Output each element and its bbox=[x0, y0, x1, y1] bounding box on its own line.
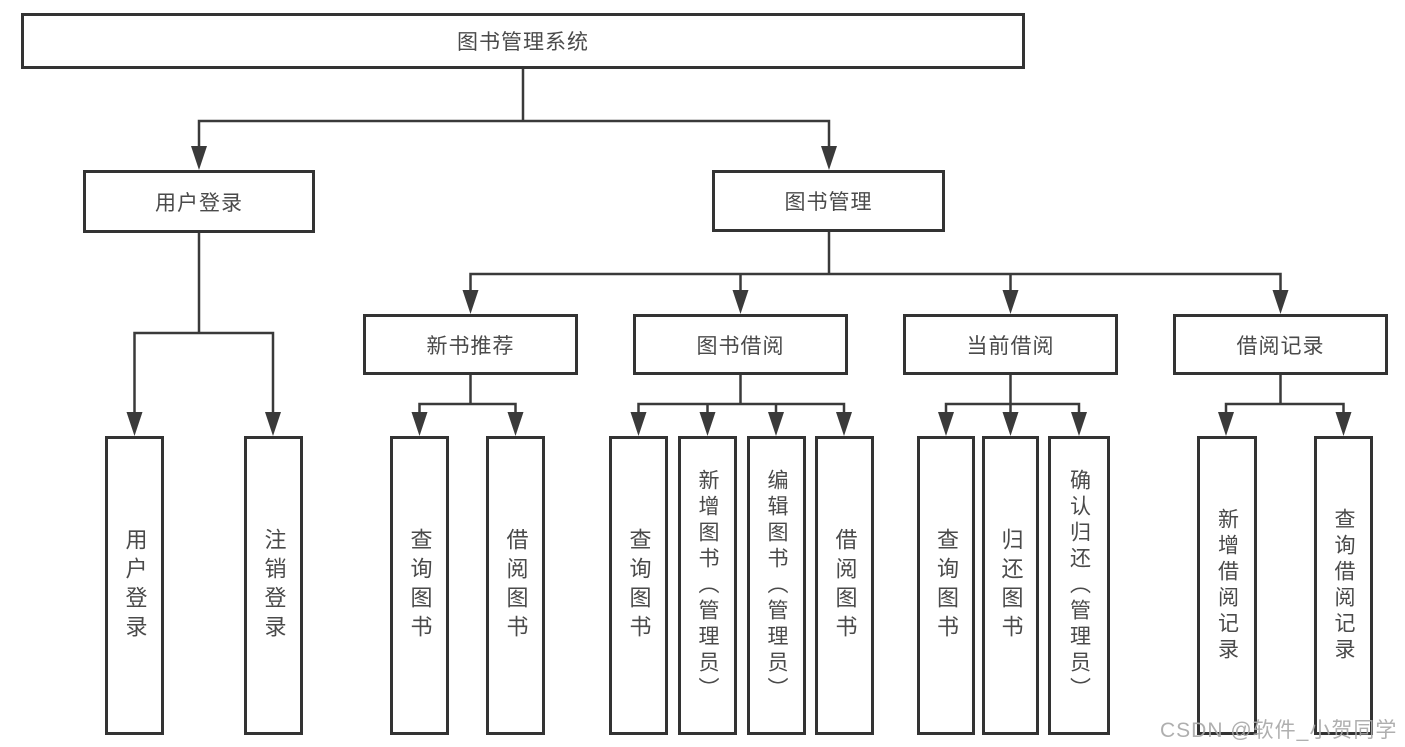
leaf-label: 新增图书（管理员） bbox=[696, 468, 719, 703]
leaf-label: 查询图书 bbox=[626, 527, 652, 644]
leaf-query-books-2: 查询图书 bbox=[609, 436, 668, 735]
node-current-borrow: 当前借阅 bbox=[903, 314, 1118, 375]
leaf-label: 编辑图书（管理员） bbox=[765, 468, 788, 703]
node-book-management: 图书管理 bbox=[712, 170, 945, 232]
leaf-label: 确认归还（管理员） bbox=[1067, 468, 1091, 703]
leaf-edit-books-admin: 编辑图书（管理员） bbox=[747, 436, 806, 735]
leaf-label: 注销登录 bbox=[261, 527, 287, 644]
leaf-return-books: 归还图书 bbox=[982, 436, 1039, 735]
node-root-library-system: 图书管理系统 bbox=[21, 13, 1025, 69]
leaf-label: 查询借阅记录 bbox=[1332, 507, 1355, 664]
leaf-add-books-admin: 新增图书（管理员） bbox=[678, 436, 737, 735]
leaf-label: 借阅图书 bbox=[503, 527, 529, 644]
leaf-borrow-books-1: 借阅图书 bbox=[486, 436, 545, 735]
leaf-confirm-return-admin: 确认归还（管理员） bbox=[1048, 436, 1110, 735]
leaf-label: 新增借阅记录 bbox=[1215, 507, 1239, 664]
leaf-add-borrow-record: 新增借阅记录 bbox=[1197, 436, 1257, 735]
leaf-query-books-3: 查询图书 bbox=[917, 436, 975, 735]
leaf-label: 查询图书 bbox=[934, 527, 959, 644]
leaf-logout: 注销登录 bbox=[244, 436, 303, 735]
node-user-login: 用户登录 bbox=[83, 170, 315, 233]
leaf-query-books-1: 查询图书 bbox=[390, 436, 449, 735]
leaf-borrow-books-2: 借阅图书 bbox=[815, 436, 874, 735]
leaf-label: 借阅图书 bbox=[832, 527, 858, 644]
node-borrow-records: 借阅记录 bbox=[1173, 314, 1388, 375]
csdn-watermark: CSDN @软件_小贺同学 bbox=[1160, 719, 1398, 742]
leaf-query-borrow-record: 查询借阅记录 bbox=[1314, 436, 1373, 735]
leaf-label: 查询图书 bbox=[407, 527, 433, 644]
leaf-user-login: 用户登录 bbox=[105, 436, 164, 735]
leaf-label: 归还图书 bbox=[998, 527, 1024, 644]
leaf-label: 用户登录 bbox=[122, 527, 148, 644]
node-book-borrow: 图书借阅 bbox=[633, 314, 848, 375]
node-new-book-recommend: 新书推荐 bbox=[363, 314, 578, 375]
